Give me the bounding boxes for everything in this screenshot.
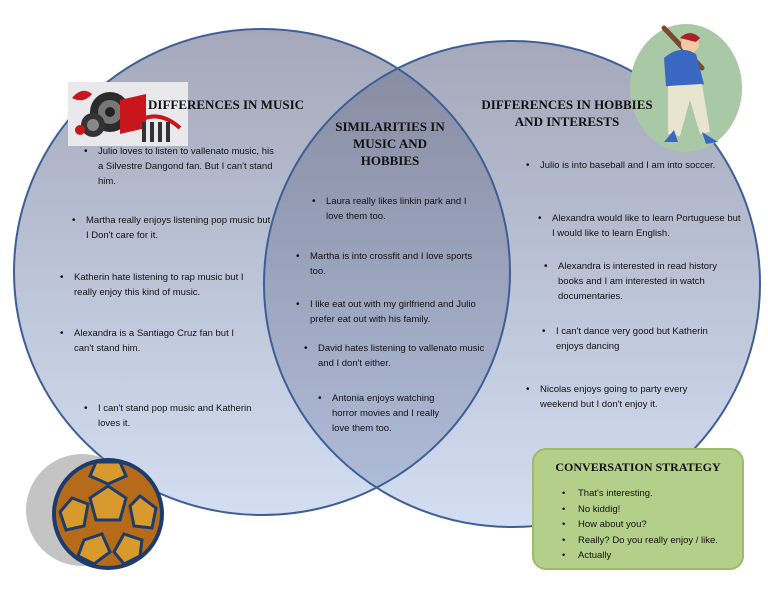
similarities-item: Antonia enjoys watching horror movies an… <box>318 391 448 436</box>
music-item: I can't stand pop music and Katherin lov… <box>84 401 269 431</box>
hobbies-item: Nicolas enjoys going to party every week… <box>526 382 706 412</box>
similarities-item: Laura really likes linkin park and I lov… <box>312 194 477 224</box>
strategy-item: How about you? <box>562 517 718 533</box>
music-item: Julio loves to listen to vallenato music… <box>84 144 274 189</box>
strategy-item: Actually <box>562 548 718 564</box>
strategy-item: No kiddig! <box>562 502 718 518</box>
strategy-item: Really? Do you really enjoy / like. <box>562 533 718 549</box>
hobbies-item: I can't dance very good but Katherin enj… <box>542 324 722 354</box>
similarities-item: Martha is into crossfit and I love sport… <box>296 249 486 279</box>
strategy-list: That's interesting. No kiddig! How about… <box>562 486 718 564</box>
baseball-player-icon <box>630 24 742 152</box>
similarities-item: David hates listening to vallenato music… <box>304 341 500 371</box>
music-item: Martha really enjoys listening pop music… <box>72 213 272 243</box>
hobbies-title: DIFFERENCES IN HOBBIES AND INTERESTS <box>481 97 653 129</box>
music-item: Katherin hate listening to rap music but… <box>60 270 265 300</box>
similarities-item: I like eat out with my girlfriend and Ju… <box>296 297 496 327</box>
hobbies-item: Alexandra is interested in read history … <box>544 259 734 304</box>
music-speakers-icon <box>68 82 188 146</box>
strategy-title: CONVERSATION STRATEGY <box>555 460 721 474</box>
hobbies-item: Julio is into baseball and I am into soc… <box>526 158 736 173</box>
soccer-ball-icon <box>26 454 164 570</box>
music-title: DIFFERENCES IN MUSIC <box>148 97 305 112</box>
hobbies-item: Alexandra would like to learn Portuguese… <box>538 211 743 241</box>
similarities-title: SIMILARITIES IN MUSIC AND HOBBIES <box>335 119 445 168</box>
conversation-strategy-box: CONVERSATION STRATEGY That's interesting… <box>532 448 744 570</box>
music-item: Alexandra is a Santiago Cruz fan but I c… <box>60 326 250 356</box>
strategy-item: That's interesting. <box>562 486 718 502</box>
